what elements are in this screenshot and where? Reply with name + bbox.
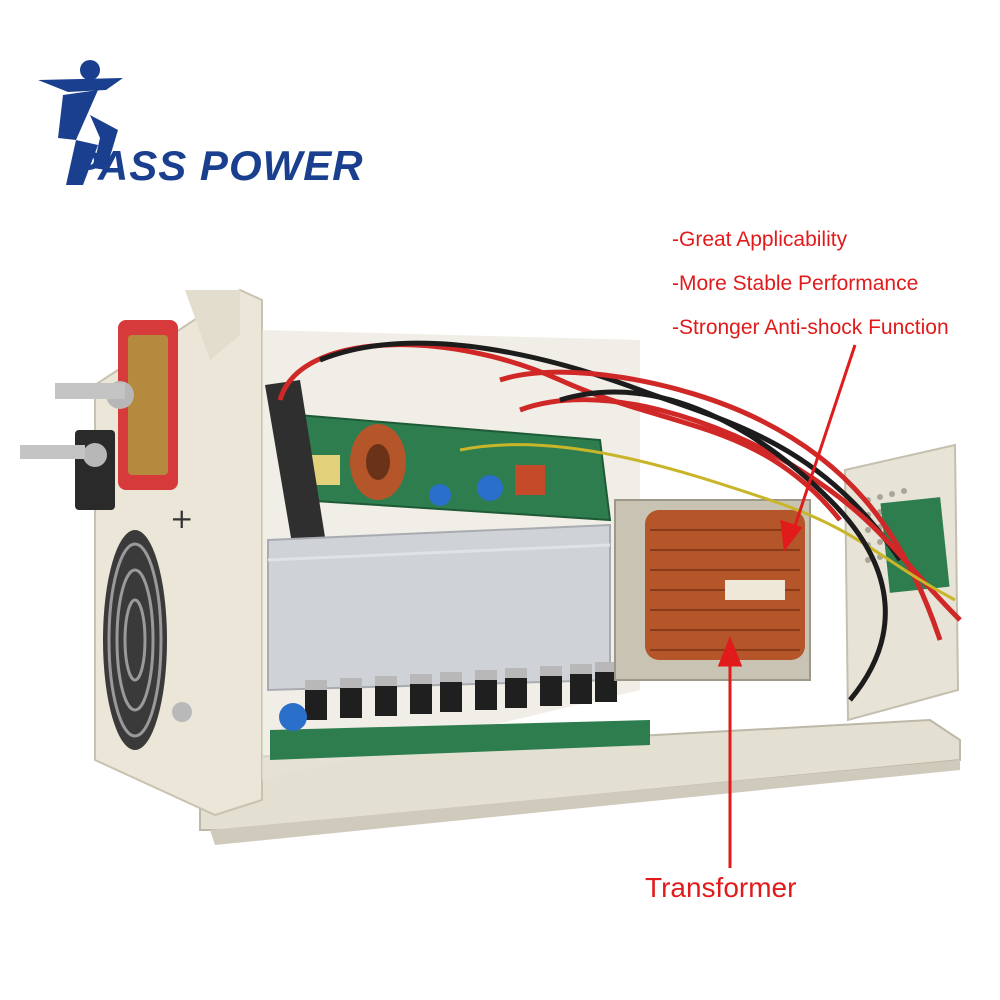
logo: [38, 60, 123, 185]
running-figure-icon: [38, 60, 123, 185]
heatsink: [267, 523, 611, 692]
earth-screw: [172, 702, 192, 722]
power-pcb: [270, 720, 650, 760]
feature-item: -Stronger Anti-shock Function: [672, 316, 949, 339]
feature-item: -Great Applicability: [672, 228, 848, 251]
feature-item: -More Stable Performance: [672, 272, 919, 295]
negative-terminal: [75, 430, 115, 510]
fan-grille: [103, 530, 167, 750]
callout-arrows: [717, 344, 857, 868]
logo-text: PASS POWER: [72, 142, 364, 189]
mosfet-row: [305, 672, 617, 720]
wires: [277, 340, 962, 702]
transformer: [614, 499, 811, 681]
svg-text:+: +: [170, 502, 193, 535]
transformer-label: Transformer: [645, 872, 797, 903]
feature-list: -Great Applicability -More Stable Perfor…: [672, 218, 949, 350]
